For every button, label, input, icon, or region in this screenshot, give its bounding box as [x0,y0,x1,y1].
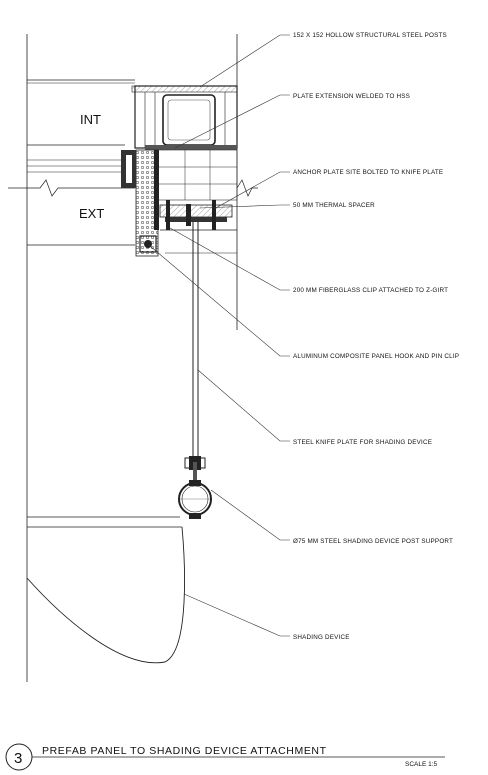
callout-hss-posts: 152 X 152 HOLLOW STRUCTURAL STEEL POSTS [293,32,447,39]
detail-number: 3 [14,750,22,767]
prefab-panel [121,149,238,257]
callout-hook-pin-clip: ALUMINUM COMPOSITE PANEL HOOK AND PIN CL… [293,353,459,360]
hss-post [131,85,238,150]
anchor-plate [159,200,237,231]
detail-title: PREFAB PANEL TO SHADING DEVICE ATTACHMEN… [42,745,327,757]
int-label: INT [80,112,101,127]
scale-label: SCALE 1:5 [405,761,438,768]
leaders [149,34,290,637]
wall-section [8,34,258,682]
shading-device [26,516,185,664]
ext-label: EXT [79,206,104,221]
shading-post [178,480,212,519]
callout-shading-device: SHADING DEVICE [293,634,350,641]
callout-fiberglass-clip: 200 MM FIBERGLASS CLIP ATTACHED TO Z-GIR… [293,287,448,294]
callout-plate-extension: PLATE EXTENSION WELDED TO HSS [293,93,410,100]
callout-knife-plate: STEEL KNIFE PLATE FOR SHADING DEVICE [293,439,432,446]
title-block: 3 PREFAB PANEL TO SHADING DEVICE ATTACHM… [5,743,445,771]
callout-thermal-spacer: 50 MM THERMAL SPACER [293,202,375,209]
knife-plate [184,222,206,484]
callout-post-support: Ø75 MM STEEL SHADING DEVICE POST SUPPORT [293,538,453,545]
callout-anchor-plate: ANCHOR PLATE SITE BOLTED TO KNIFE PLATE [293,169,443,176]
